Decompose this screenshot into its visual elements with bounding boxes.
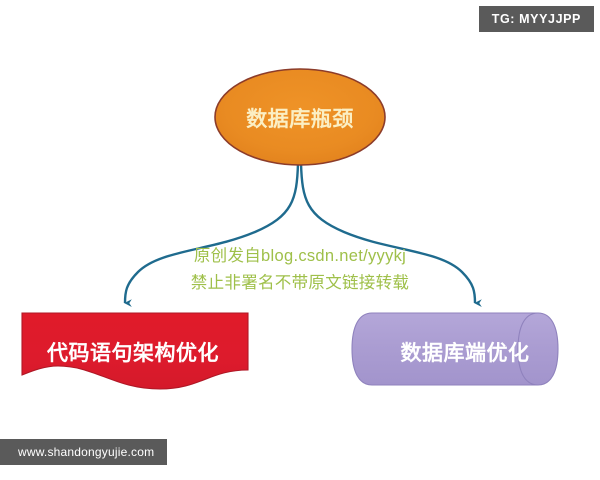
- node-left-wave-shape[interactable]: [21, 312, 249, 390]
- connector-group: [123, 162, 482, 308]
- connector-root-to-left: [123, 162, 300, 308]
- node-right-cylinder-shape[interactable]: [351, 312, 559, 386]
- tg-watermark-badge: TG: MYYJJPP: [478, 6, 594, 32]
- connector-root-to-right: [299, 162, 482, 307]
- site-watermark-badge: www.shandongyujie.com: [0, 439, 168, 465]
- node-root-ellipse[interactable]: [214, 68, 386, 166]
